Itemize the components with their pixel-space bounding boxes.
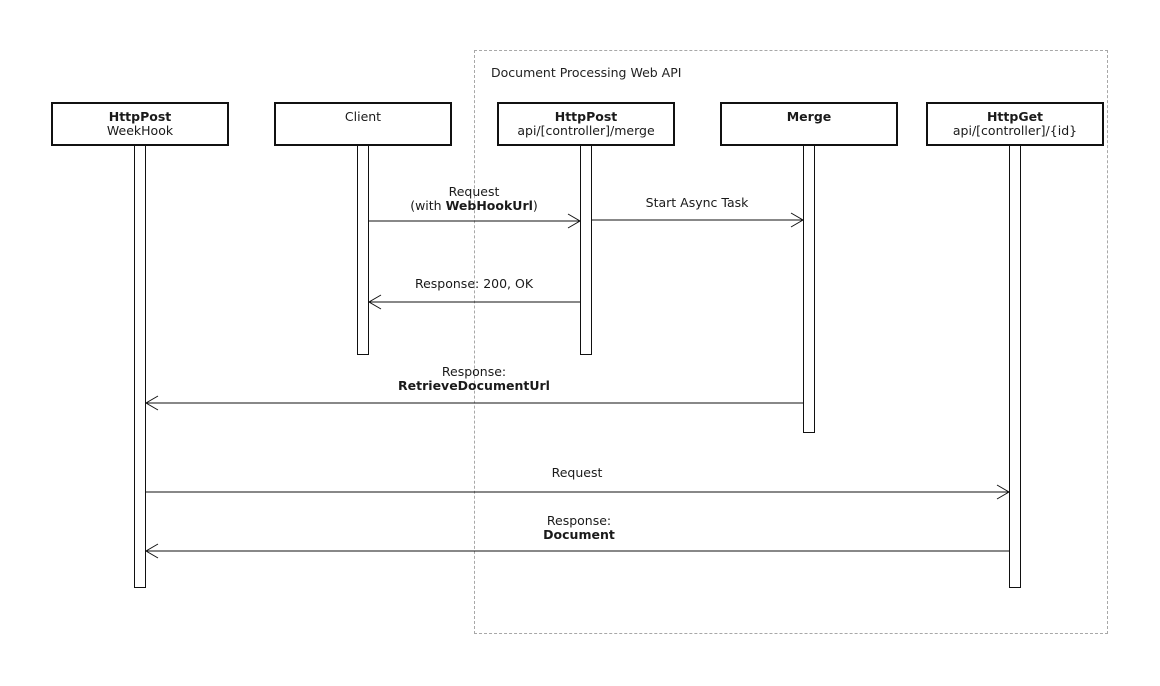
message-request-with-webhook-suffix: ) bbox=[532, 198, 538, 213]
message-request-document-line1: Request bbox=[551, 465, 603, 480]
actor-get-endpoint-route: api/[controller]/{id} bbox=[952, 123, 1078, 138]
actor-webhook-name: WeekHook bbox=[106, 123, 174, 138]
actor-merge-name: Merge bbox=[786, 109, 832, 124]
actor-merge-endpoint: HttpPost api/[controller]/merge bbox=[497, 102, 675, 146]
message-response-document-line2: Document bbox=[479, 528, 679, 542]
message-response-retrieve-url: Response: RetrieveDocumentUrl bbox=[374, 365, 574, 393]
message-response-document-line1: Response: bbox=[546, 513, 612, 528]
arrowhead-response-200-ok bbox=[368, 294, 382, 310]
arrowhead-start-async-task bbox=[790, 212, 804, 228]
actor-client-name: Client bbox=[344, 109, 382, 124]
arrowhead-request-with-webhook bbox=[567, 213, 581, 229]
actor-webhook: HttpPost WeekHook bbox=[51, 102, 229, 146]
arrowhead-response-retrieve-url bbox=[145, 395, 159, 411]
actor-merge-endpoint-route: api/[controller]/merge bbox=[517, 123, 655, 138]
actor-get-endpoint-method: HttpGet bbox=[986, 109, 1044, 124]
actor-get-endpoint: HttpGet api/[controller]/{id} bbox=[926, 102, 1104, 146]
actor-webhook-method: HttpPost bbox=[108, 109, 172, 124]
message-request-document: Request bbox=[477, 466, 677, 480]
message-response-document: Response: Document bbox=[479, 514, 679, 542]
message-request-with-webhook-line2: (with WebHookUrl) bbox=[374, 199, 574, 213]
message-response-retrieve-url-line2: RetrieveDocumentUrl bbox=[374, 379, 574, 393]
actor-client: Client bbox=[274, 102, 452, 146]
message-response-retrieve-url-line1: Response: bbox=[441, 364, 507, 379]
web-api-boundary-label: Document Processing Web API bbox=[491, 65, 682, 80]
arrowhead-request-document bbox=[996, 484, 1010, 500]
message-response-200-ok-line1: Response: 200, OK bbox=[414, 276, 534, 291]
web-api-boundary bbox=[474, 50, 1108, 634]
message-request-with-webhook-line1: Request bbox=[448, 184, 500, 199]
message-start-async-task-line1: Start Async Task bbox=[645, 195, 749, 210]
message-response-retrieve-url-bold: RetrieveDocumentUrl bbox=[398, 378, 550, 393]
actor-merge: Merge bbox=[720, 102, 898, 146]
message-request-with-webhook: Request (with WebHookUrl) bbox=[374, 185, 574, 213]
message-response-200-ok: Response: 200, OK bbox=[374, 277, 574, 291]
actor-merge-endpoint-method: HttpPost bbox=[554, 109, 618, 124]
message-request-with-webhook-prefix: (with bbox=[410, 198, 446, 213]
message-response-document-bold: Document bbox=[543, 527, 615, 542]
arrowhead-response-document bbox=[145, 543, 159, 559]
message-request-with-webhook-bold: WebHookUrl bbox=[445, 198, 533, 213]
message-start-async-task: Start Async Task bbox=[597, 196, 797, 210]
